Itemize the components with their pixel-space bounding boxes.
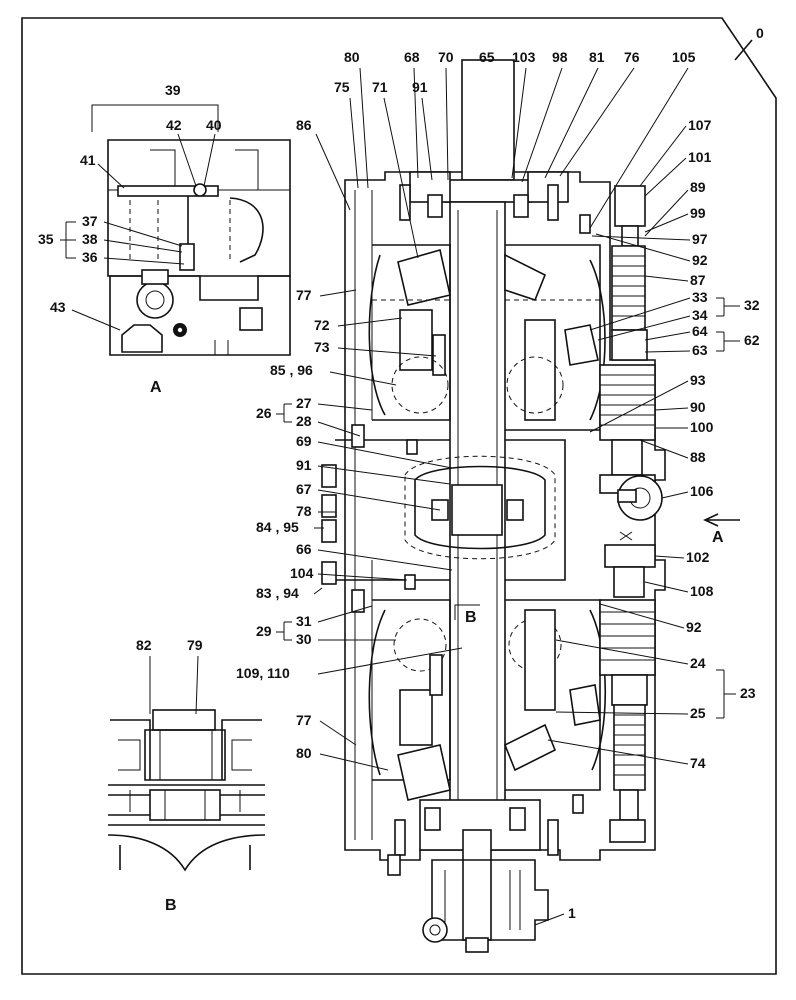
svg-text:43: 43 <box>50 299 66 315</box>
svg-text:63: 63 <box>692 342 708 358</box>
svg-text:62: 62 <box>744 332 760 348</box>
svg-text:36: 36 <box>82 249 98 265</box>
svg-text:75: 75 <box>334 79 350 95</box>
svg-text:30: 30 <box>296 631 312 647</box>
svg-text:90: 90 <box>690 399 706 415</box>
svg-text:104: 104 <box>290 565 314 581</box>
svg-text:29: 29 <box>256 623 272 639</box>
svg-text:102: 102 <box>686 549 710 565</box>
svg-text:42: 42 <box>166 117 182 133</box>
svg-text:64: 64 <box>692 323 708 339</box>
svg-text:79: 79 <box>187 637 203 653</box>
view-a-callouts: 39 42 40 41 37 38 36 35 43 <box>38 82 222 331</box>
svg-text:31: 31 <box>296 613 312 629</box>
svg-text:91: 91 <box>296 457 312 473</box>
svg-text:77: 77 <box>296 287 312 303</box>
svg-text:26: 26 <box>256 405 272 421</box>
view-b-callouts: 82 79 <box>136 637 203 715</box>
svg-text:81: 81 <box>589 49 605 65</box>
svg-text:76: 76 <box>624 49 640 65</box>
svg-text:83 , 94: 83 , 94 <box>256 585 299 601</box>
svg-text:74: 74 <box>690 755 706 771</box>
svg-text:98: 98 <box>552 49 568 65</box>
frame-label: 0 <box>756 25 764 41</box>
svg-text:86: 86 <box>296 117 312 133</box>
svg-text:70: 70 <box>438 49 454 65</box>
svg-text:40: 40 <box>206 117 222 133</box>
svg-text:84 , 95: 84 , 95 <box>256 519 299 535</box>
svg-text:107: 107 <box>688 117 712 133</box>
svg-text:68: 68 <box>404 49 420 65</box>
svg-text:23: 23 <box>740 685 756 701</box>
svg-text:105: 105 <box>672 49 696 65</box>
svg-text:71: 71 <box>372 79 388 95</box>
svg-text:34: 34 <box>692 307 708 323</box>
view-a-label: A <box>150 379 162 396</box>
svg-text:37: 37 <box>82 213 98 229</box>
view-b-label: B <box>165 897 177 914</box>
view-b-detail <box>107 709 266 872</box>
view-a-detail <box>107 139 291 356</box>
svg-text:99: 99 <box>690 205 706 221</box>
svg-text:77: 77 <box>296 712 312 728</box>
diagram-frame <box>21 17 777 975</box>
svg-text:100: 100 <box>690 419 714 435</box>
svg-text:92: 92 <box>692 252 708 268</box>
svg-text:92: 92 <box>686 619 702 635</box>
svg-text:67: 67 <box>296 481 312 497</box>
svg-text:85 , 96: 85 , 96 <box>270 362 313 378</box>
svg-text:109, 110: 109, 110 <box>236 665 290 681</box>
svg-text:101: 101 <box>688 149 712 165</box>
svg-text:93: 93 <box>690 372 706 388</box>
svg-text:106: 106 <box>690 483 714 499</box>
svg-text:78: 78 <box>296 503 312 519</box>
svg-text:24: 24 <box>690 655 706 671</box>
svg-text:28: 28 <box>296 413 312 429</box>
svg-text:69: 69 <box>296 433 312 449</box>
svg-text:82: 82 <box>136 637 152 653</box>
svg-text:108: 108 <box>690 583 714 599</box>
svg-text:87: 87 <box>690 272 706 288</box>
svg-text:32: 32 <box>744 297 760 313</box>
svg-text:72: 72 <box>314 317 330 333</box>
svg-text:33: 33 <box>692 289 708 305</box>
svg-text:88: 88 <box>690 449 706 465</box>
svg-text:89: 89 <box>690 179 706 195</box>
svg-text:97: 97 <box>692 231 708 247</box>
svg-text:27: 27 <box>296 395 312 411</box>
section-mark-a: A <box>712 529 724 546</box>
svg-text:80: 80 <box>296 745 312 761</box>
svg-text:65: 65 <box>479 49 495 65</box>
svg-text:80: 80 <box>344 49 360 65</box>
main-callouts: 80 68 70 65 103 98 81 76 105 75 71 91 86… <box>236 49 760 926</box>
svg-text:35: 35 <box>38 231 54 247</box>
svg-text:41: 41 <box>80 152 96 168</box>
svg-text:91: 91 <box>412 79 428 95</box>
svg-text:73: 73 <box>314 339 330 355</box>
svg-text:25: 25 <box>690 705 706 721</box>
svg-text:39: 39 <box>165 82 181 98</box>
main-pump-section <box>321 59 740 953</box>
svg-text:38: 38 <box>82 231 98 247</box>
section-mark-b: B <box>465 609 477 626</box>
svg-text:1: 1 <box>568 905 576 921</box>
svg-text:103: 103 <box>512 49 536 65</box>
svg-text:66: 66 <box>296 541 312 557</box>
